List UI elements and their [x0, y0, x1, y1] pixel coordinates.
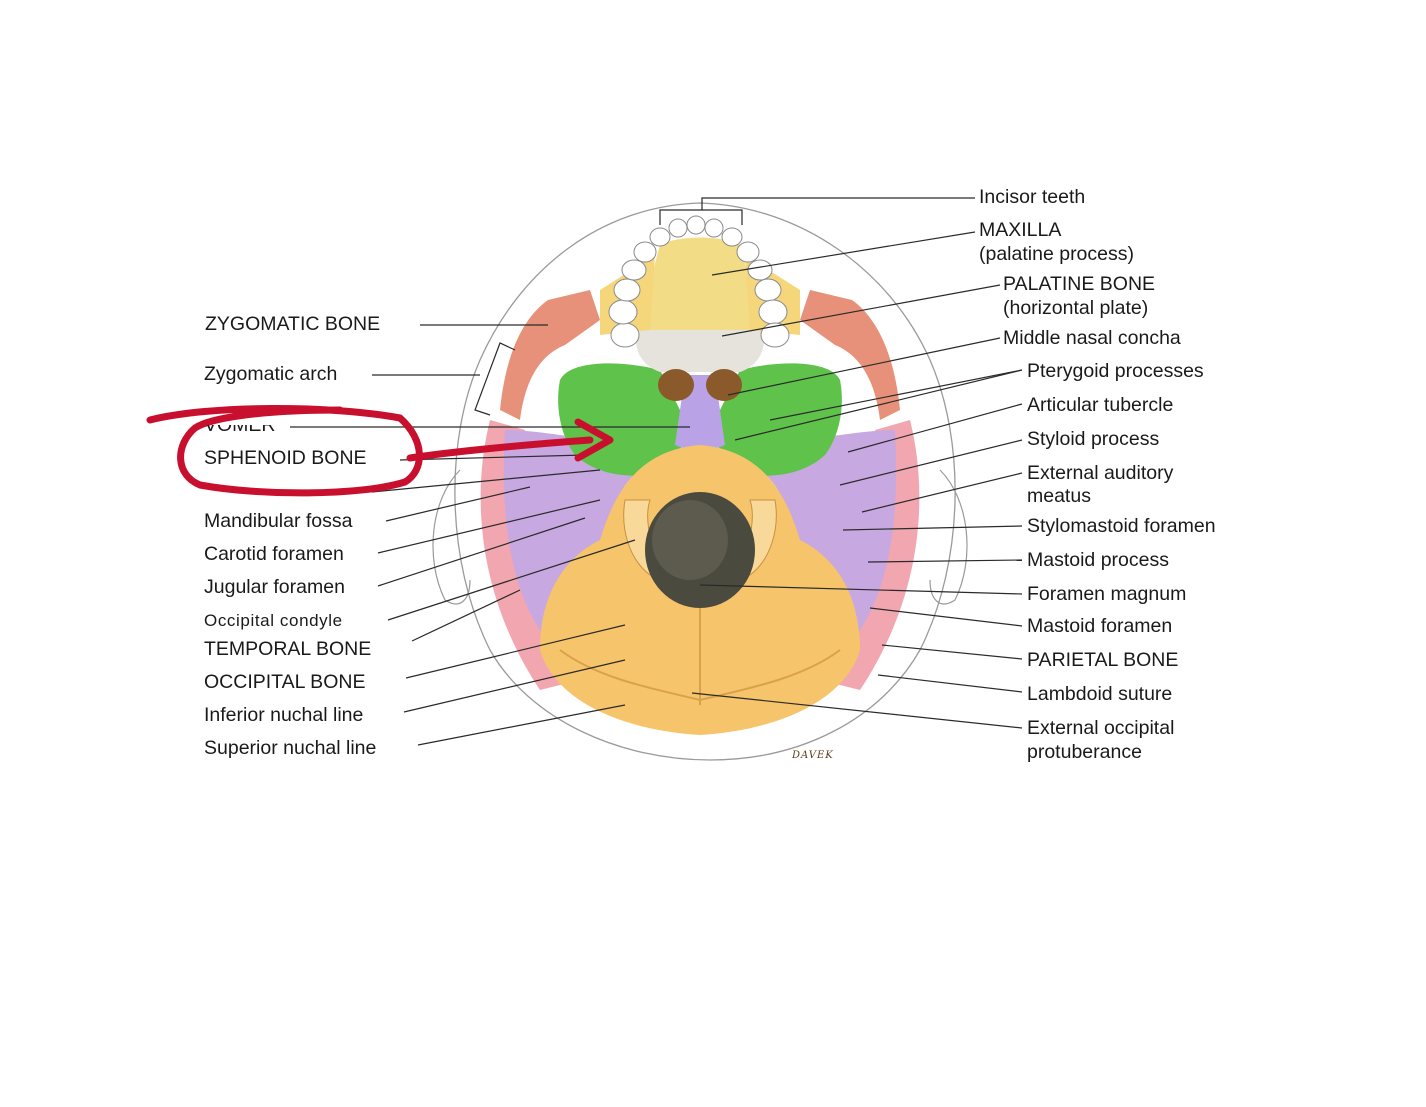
label-pterygoid-processes: Pterygoid processes: [1027, 360, 1204, 382]
label-articular-tubercle: Articular tubercle: [1027, 394, 1174, 416]
label-carotid-foramen: Carotid foramen: [204, 543, 344, 565]
red-arrow-annotation: [406, 436, 594, 462]
zygomatic-bone-right: [800, 290, 900, 420]
label-lambdoid-suture: Lambdoid suture: [1027, 683, 1173, 705]
right-leader-lines: [691, 231, 1023, 729]
label-external-occipital-sub: protuberance: [1027, 741, 1142, 763]
label-palatine-bone-sub: (horizontal plate): [1003, 297, 1149, 319]
ear-outline: [432, 469, 471, 605]
label-temporal-bone: TEMPORAL BONE: [204, 638, 372, 660]
label-mandibular-fossa: Mandibular fossa: [204, 510, 353, 532]
label-inferior-nuchal-line: Inferior nuchal line: [204, 704, 364, 726]
label-external-auditory-sub: meatus: [1027, 485, 1091, 507]
temporal-bone-right: [760, 430, 897, 650]
choana: [706, 369, 742, 401]
label-mastoid-foramen: Mastoid foramen: [1027, 615, 1173, 637]
label-zygomatic-arch: Zygomatic arch: [204, 363, 338, 385]
label-zygomatic-bone: ZYGOMATIC BONE: [205, 313, 381, 335]
teeth-row: [608, 215, 790, 348]
red-circle-annotation: [146, 405, 423, 497]
label-sphenoid-bone: SPHENOID BONE: [204, 447, 367, 469]
red-arrowhead-annotation: [574, 418, 614, 462]
left-leader-lines: [290, 324, 690, 746]
label-incisor-teeth: Incisor teeth: [979, 186, 1086, 208]
label-middle-nasal-concha: Middle nasal concha: [1003, 327, 1181, 349]
label-parietal-bone: PARIETAL BONE: [1027, 649, 1179, 671]
zygomatic-bone-left: [500, 290, 600, 420]
label-stylomastoid-foramen: Stylomastoid foramen: [1027, 515, 1216, 537]
temporal-bone-left: [503, 430, 640, 650]
maxilla: [647, 237, 753, 330]
label-external-auditory: External auditory: [1027, 462, 1174, 484]
label-foramen-magnum: Foramen magnum: [1027, 583, 1187, 605]
label-styloid-process: Styloid process: [1027, 428, 1160, 450]
label-maxilla-sub: (palatine process): [979, 243, 1134, 265]
artist-signature: DAVEK: [792, 750, 834, 761]
label-external-occipital: External occipital: [1027, 717, 1175, 739]
label-superior-nuchal-line: Superior nuchal line: [204, 737, 377, 759]
zygomatic-arch-bracket: [474, 342, 516, 416]
label-maxilla: MAXILLA: [979, 219, 1062, 241]
label-palatine-bone: PALATINE BONE: [1003, 273, 1156, 295]
ear-outline: [929, 469, 968, 605]
label-occipital-condyle: Occipital condyle: [204, 611, 343, 630]
label-vomer: VOMER: [204, 414, 276, 436]
label-jugular-foramen: Jugular foramen: [204, 576, 345, 598]
palatine-bone: [636, 325, 764, 372]
choana: [658, 369, 694, 401]
label-occipital-bone: OCCIPITAL BONE: [204, 671, 366, 693]
label-mastoid-process: Mastoid process: [1027, 549, 1169, 571]
